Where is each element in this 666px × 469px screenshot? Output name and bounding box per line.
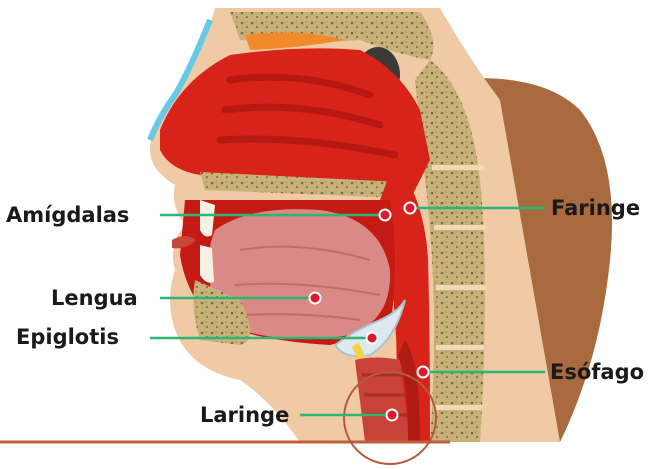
label-faringe: Faringe [551,198,640,219]
lower-teeth [200,245,214,283]
label-lengua: Lengua [51,288,138,309]
label-amigdalas: Amígdalas [6,205,129,226]
label-laringe: Laringe [200,405,289,426]
label-epiglotis: Epiglotis [16,327,119,348]
label-esofago: Esófago [550,362,644,383]
